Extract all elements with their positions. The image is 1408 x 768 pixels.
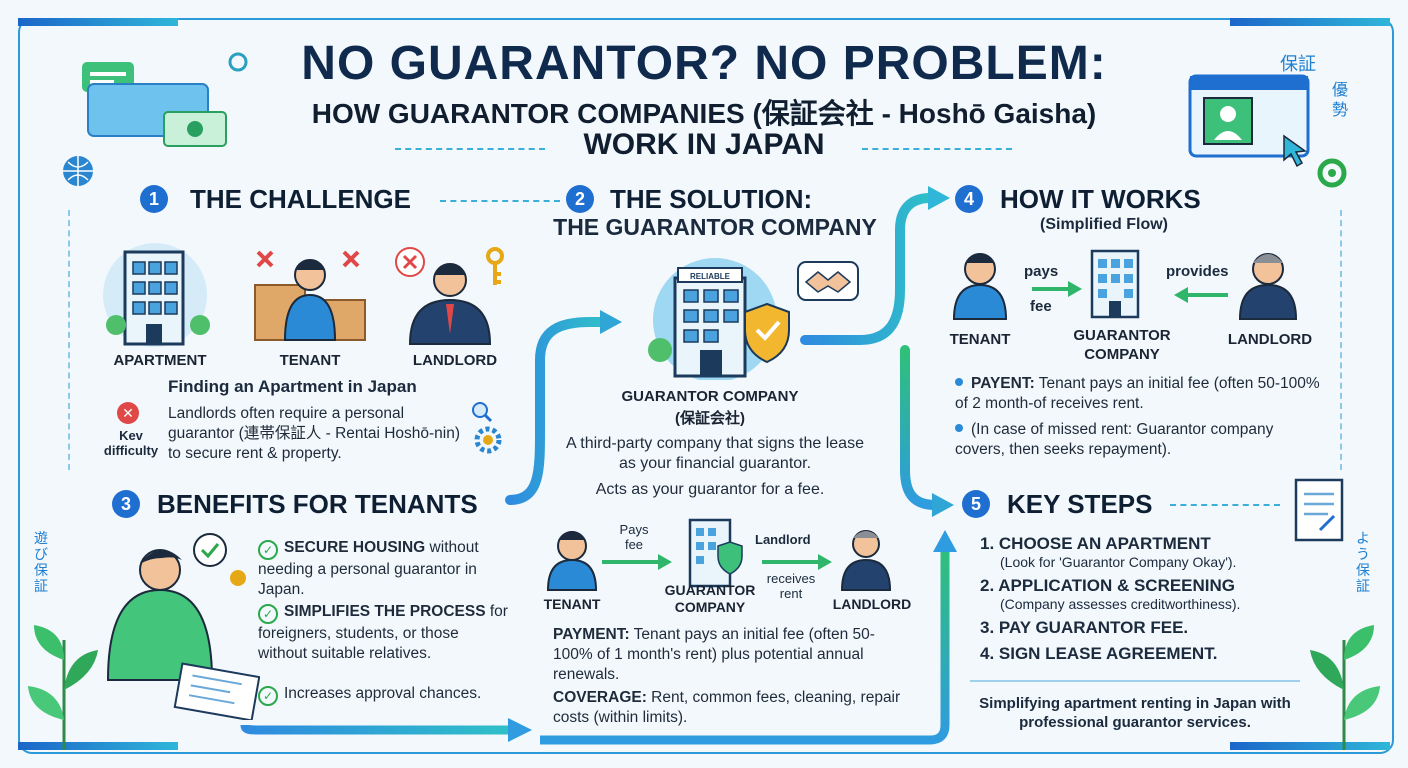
document-icon xyxy=(1294,478,1344,542)
tenant-signing-illustration xyxy=(106,533,260,720)
how-subtitle: (Simplified Flow) xyxy=(1040,216,1168,233)
guarantor-company-label: GUARANTOR COMPANY xyxy=(621,388,799,405)
step-item-3: 3. PAY GUARANTOR FEE. xyxy=(980,618,1189,637)
fee-label: fee xyxy=(1030,298,1052,315)
label-apartment: APARTMENT xyxy=(113,352,207,369)
key-steps-list: 1. CHOOSE AN APARTMENT (Look for 'Guaran… xyxy=(980,534,1310,664)
step-item-1: 1. CHOOSE AN APARTMENT xyxy=(980,534,1211,553)
kanji-deco: 勢 xyxy=(1332,102,1349,119)
label-landlord: LANDLORD xyxy=(412,352,498,369)
steps-title: KEY STEPS xyxy=(1007,489,1153,519)
solution-desc: A third-party company that signs the lea… xyxy=(566,435,864,472)
step-number-4: 4 xyxy=(955,185,983,213)
divider xyxy=(1170,504,1280,506)
step-item-2-sub: (Company assesses creditworthiness). xyxy=(1000,596,1241,612)
tenant-stressed-icon xyxy=(254,250,366,341)
apartment-icon xyxy=(103,243,210,347)
reliable-badge: RELIABLE xyxy=(690,272,731,281)
page-subtitle-2: WORK IN JAPAN xyxy=(583,128,825,161)
step-number-5: 5 xyxy=(962,490,990,518)
landlord-top-label: Landlord xyxy=(755,532,811,547)
solution-fee: Acts as your guarantor for a fee. xyxy=(595,481,825,498)
divider xyxy=(970,680,1300,682)
footer-text: Simplifying apartment renting in Japan w… xyxy=(979,695,1291,731)
check-icon: ✓ xyxy=(258,686,278,706)
step-number-3: 3 xyxy=(112,490,140,518)
guarantor-building-icon: RELIABLE xyxy=(648,258,859,380)
step-item-4: 4. SIGN LEASE AGREEMENT. xyxy=(980,644,1218,663)
landlord-icon xyxy=(395,247,504,345)
mid-tenant-label: TENANT xyxy=(543,596,601,612)
x-icon: ✕ xyxy=(117,402,139,424)
label-tenant: TENANT xyxy=(279,352,341,369)
challenge-illustrations xyxy=(103,243,504,347)
benefit-item-1: ✓SECURE HOUSING without needing a person… xyxy=(258,539,479,598)
check-icon: ✓ xyxy=(258,540,278,560)
gear-search-icon xyxy=(472,402,502,454)
page-title: NO GUARANTOR? NO PROBLEM: xyxy=(301,37,1107,90)
corner-accent xyxy=(18,742,178,750)
plant-icon xyxy=(1310,625,1380,750)
divider xyxy=(862,148,1012,150)
key-difficulty-label: Kev difficulty xyxy=(103,428,159,458)
kanji-side-right: よう保証 xyxy=(1356,530,1370,594)
kanji-deco: 保証 xyxy=(1280,54,1316,74)
receives-rent-label: receives rent xyxy=(766,571,816,601)
how-bullet-2: (In case of missed rent: Guarantor compa… xyxy=(955,421,1274,458)
corner-accent xyxy=(1230,18,1390,26)
corner-accent xyxy=(18,18,178,26)
how-landlord-label: LANDLORD xyxy=(1227,331,1313,348)
side-dash xyxy=(68,210,70,470)
challenge-subtitle: Finding an Apartment in Japan xyxy=(168,377,417,396)
how-tenant-label: TENANT xyxy=(949,331,1011,348)
pays-fee-label: Pays fee xyxy=(619,522,649,552)
online-profile-icon xyxy=(1188,74,1347,188)
side-dash xyxy=(1340,210,1342,470)
coverage-text: COVERAGE: Rent, common fees, cleaning, r… xyxy=(553,689,901,726)
step-number-1: 1 xyxy=(140,185,168,213)
page-subtitle: HOW GUARANTOR COMPANIES (保証会社 - Hoshō Ga… xyxy=(311,98,1097,129)
step-item-1-sub: (Look for 'Guarantor Company Okay'). xyxy=(1000,554,1237,570)
check-icon: ✓ xyxy=(258,604,278,624)
how-company-label: GUARANTOR COMPANY xyxy=(1073,327,1171,363)
benefits-title: BENEFITS FOR TENANTS xyxy=(157,489,478,519)
solution-title-2: THE GUARANTOR COMPANY xyxy=(553,214,877,240)
kanji-deco: 優 xyxy=(1332,82,1349,99)
divider xyxy=(395,148,545,150)
how-flow-diagram xyxy=(952,249,1298,320)
solution-title: THE SOLUTION: xyxy=(610,184,813,214)
divider xyxy=(440,200,560,202)
bullet-dot xyxy=(955,424,963,432)
challenge-title: THE CHALLENGE xyxy=(190,184,411,214)
benefit-item-2: ✓SIMPLIFIES THE PROCESS for foreigners, … xyxy=(258,603,508,662)
mid-company-label: GUARANTOR COMPANY xyxy=(664,582,756,615)
plant-icon xyxy=(28,625,98,750)
corner-accent xyxy=(1230,742,1390,750)
challenge-text: Landlords often require a personal guara… xyxy=(168,405,461,462)
payment-text: PAYMENT: Tenant pays an initial fee (oft… xyxy=(553,626,875,683)
kanji-side-left: 遊び保証 xyxy=(34,530,48,594)
money-chat-icon xyxy=(63,52,248,186)
bullet-dot xyxy=(955,378,963,386)
provides-label: provides xyxy=(1166,263,1229,280)
pays-label: pays xyxy=(1024,263,1059,280)
how-title: HOW IT WORKS xyxy=(1000,184,1201,214)
mid-landlord-label: LANDLORD xyxy=(832,596,912,612)
benefit-item-3: ✓Increases approval chances. xyxy=(258,684,510,706)
step-number-2: 2 xyxy=(566,185,594,213)
guarantor-company-jp: (保証会社) xyxy=(675,410,745,427)
how-bullet-1: PAYENT: Tenant pays an initial fee (ofte… xyxy=(955,375,1320,412)
step-item-2: 2. APPLICATION & SCREENING xyxy=(980,576,1236,595)
mid-flow-diagram xyxy=(546,518,892,591)
outer-frame xyxy=(18,18,1394,754)
